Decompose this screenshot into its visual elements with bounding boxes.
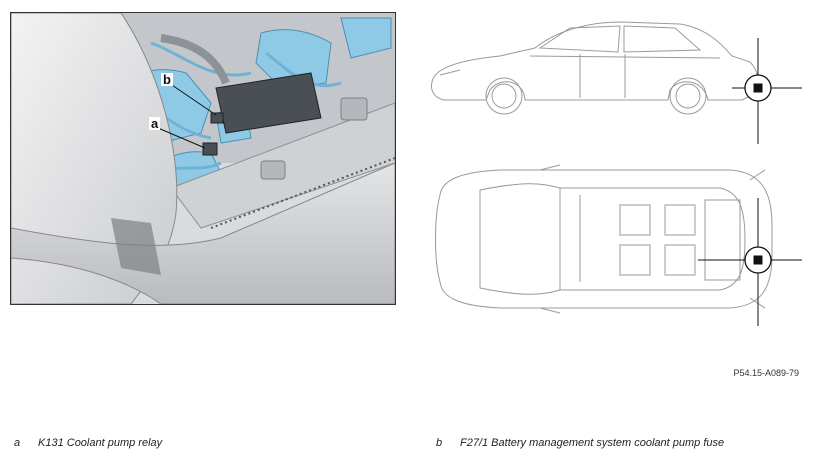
legend-item-b: b F27/1 Battery management system coolant… [436, 437, 724, 449]
callout-a: a [149, 116, 161, 131]
locator-top [698, 198, 802, 326]
legend-text-b: F27/1 Battery management system coolant … [460, 437, 725, 449]
engine-compartment-illustration [11, 13, 395, 304]
legend-key-a: a [14, 437, 21, 449]
vehicle-location-diagram [420, 20, 813, 340]
legend-key-b: b [436, 437, 443, 449]
legend-text-a: K131 Coolant pump relay [38, 437, 163, 449]
car-side-view [431, 21, 760, 115]
car-top-view [435, 164, 773, 314]
engine-compartment-image: b a [10, 12, 396, 305]
locator-side [732, 38, 802, 144]
figure-id: P54.15-A089-79 [733, 368, 799, 378]
callout-b: b [161, 72, 173, 87]
vehicle-location-drawing [431, 21, 802, 326]
legend-item-a: a K131 Coolant pump relay [14, 437, 162, 449]
